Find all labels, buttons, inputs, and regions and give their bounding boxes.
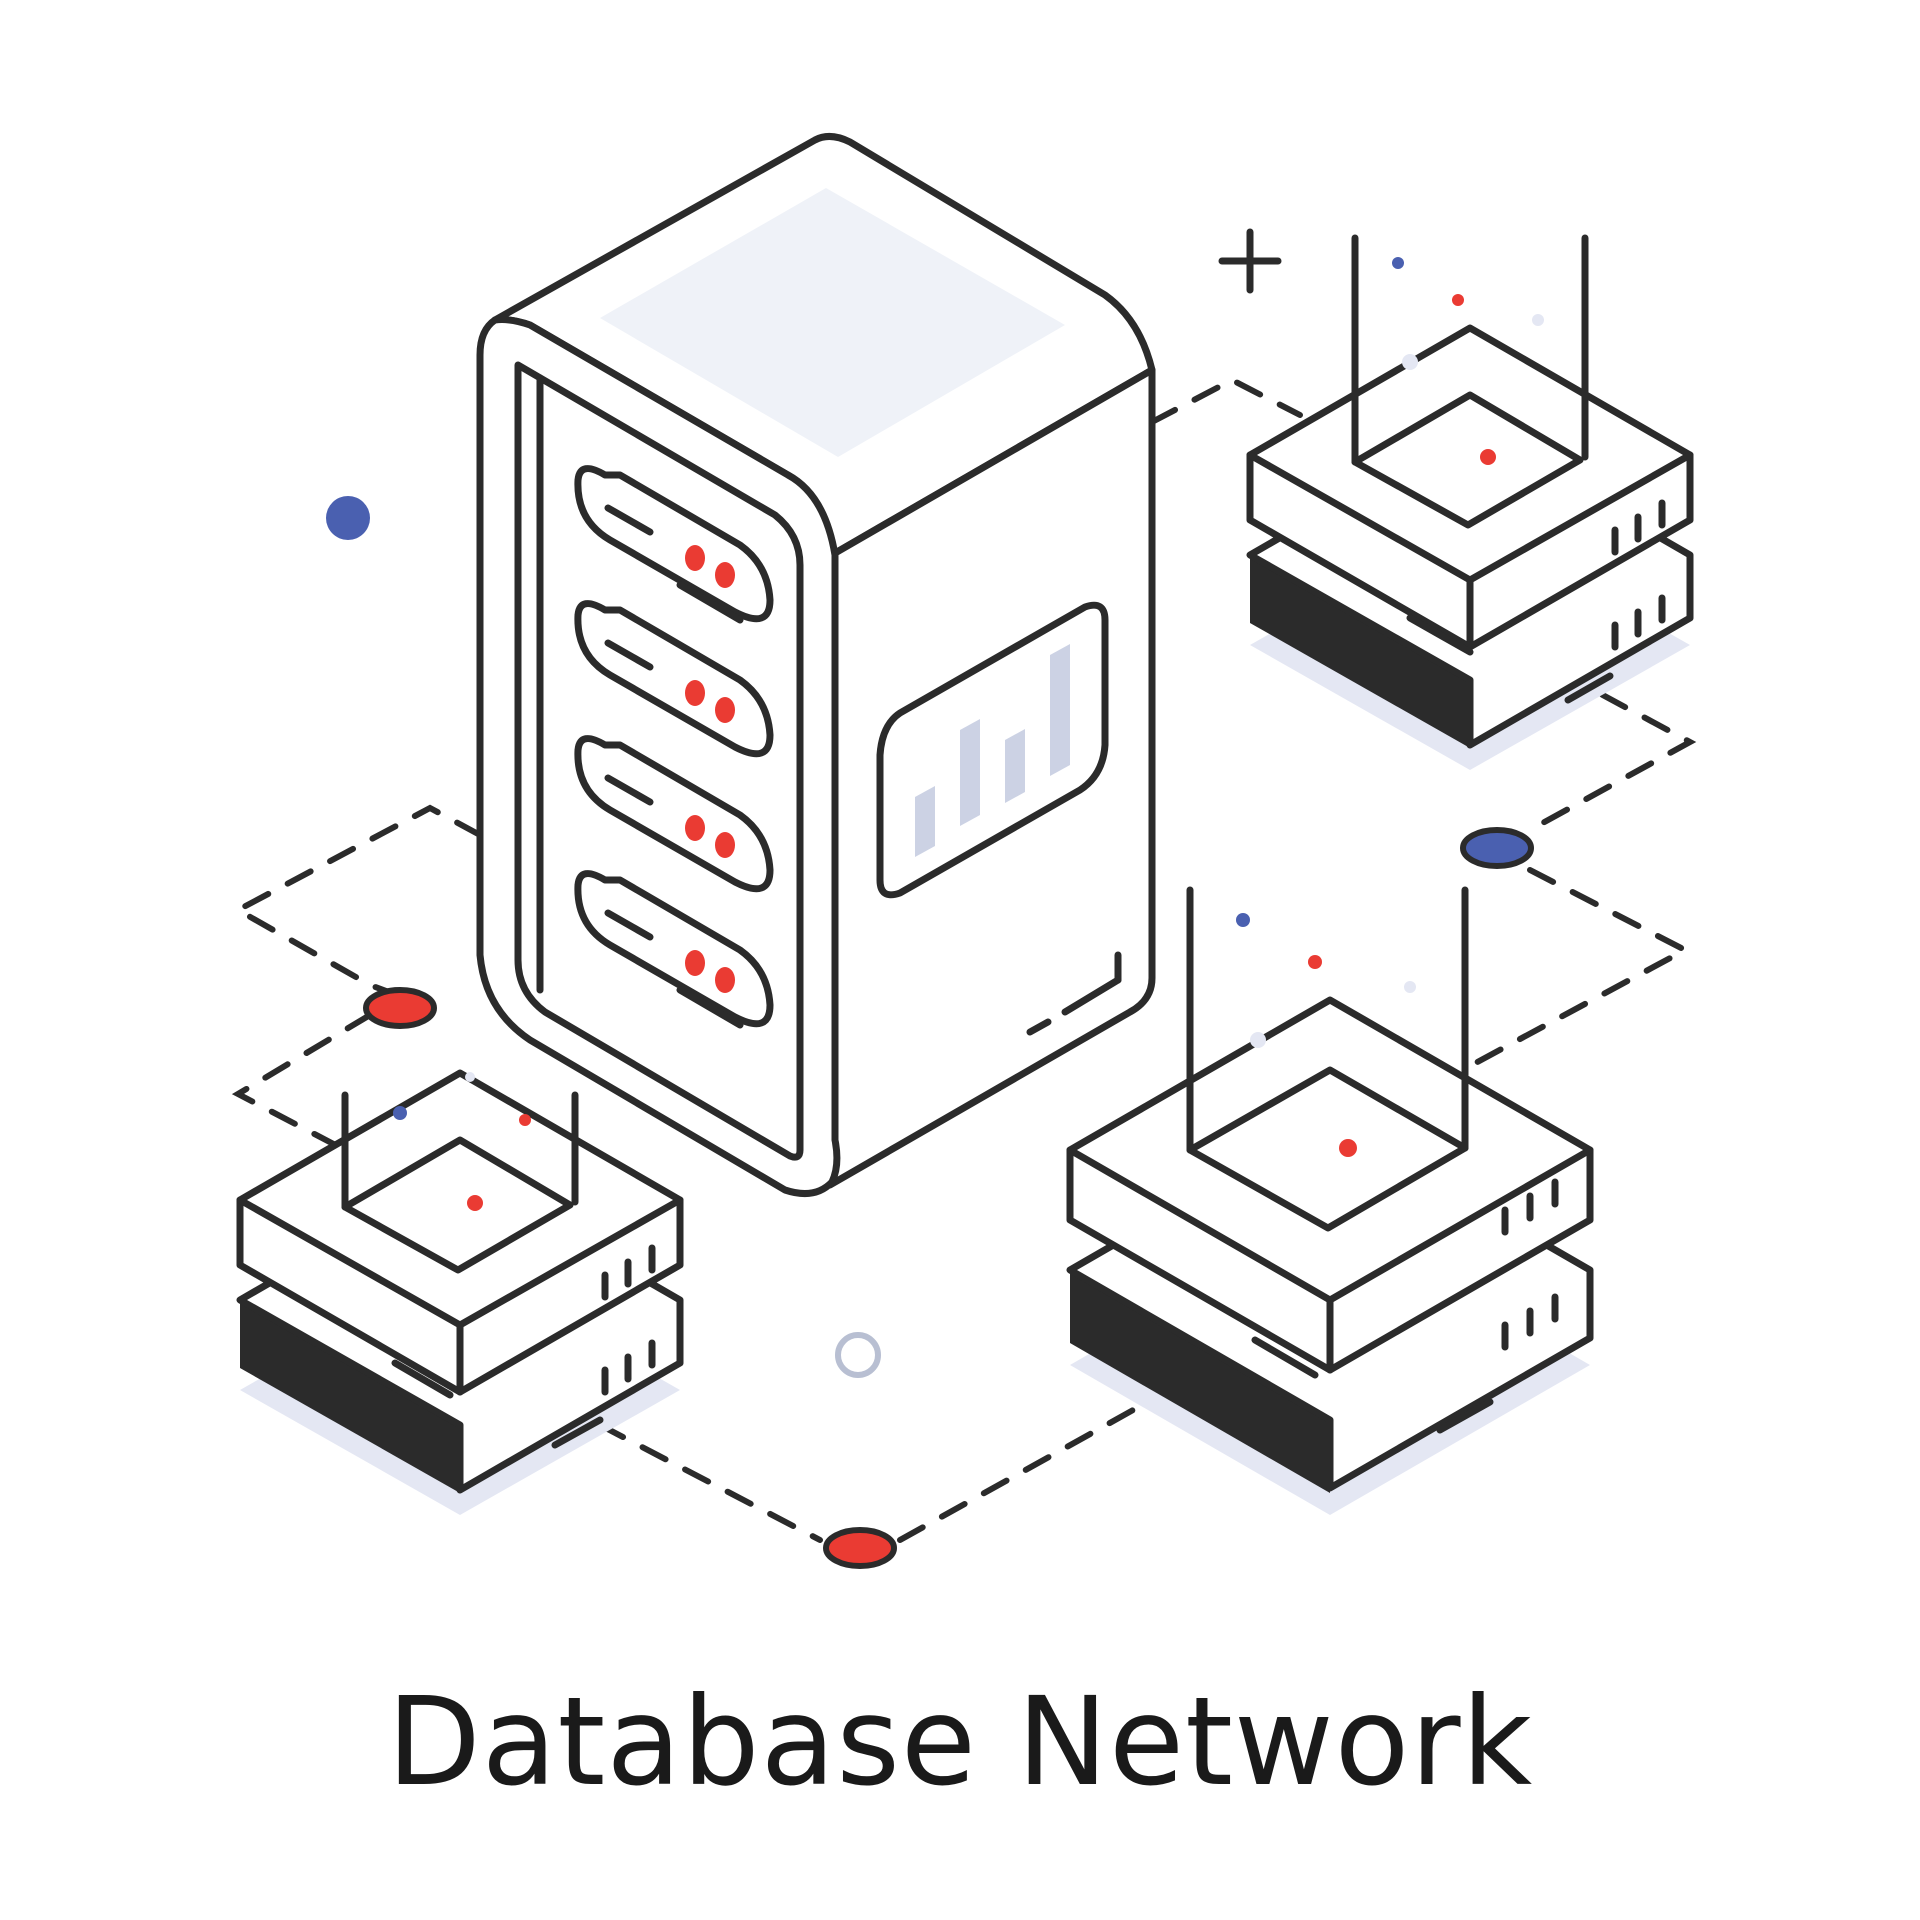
plus-icon xyxy=(1218,228,1282,294)
database-node-icon xyxy=(236,1069,684,1515)
connection-dot-icon xyxy=(363,827,1534,1569)
decorative-elements xyxy=(326,228,1544,1378)
server-tower-icon xyxy=(476,133,1156,1198)
database-node-icon xyxy=(1246,234,1694,770)
drive-status-leds xyxy=(685,545,735,993)
bar-chart-icon xyxy=(876,601,1109,899)
database-node-icon xyxy=(1066,886,1594,1515)
page-title: Database Network xyxy=(386,1671,1534,1813)
